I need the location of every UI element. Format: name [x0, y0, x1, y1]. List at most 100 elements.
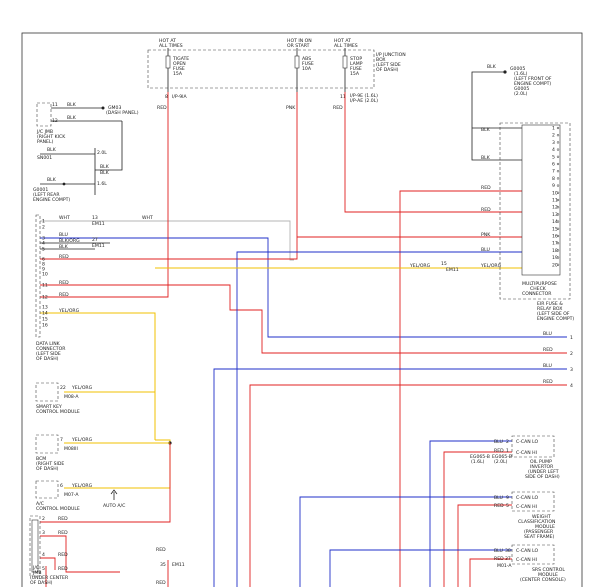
dlc-pin-9: 9	[42, 267, 45, 273]
jcb-mid-pin: 35	[160, 562, 166, 568]
ac-auto-label: AUTO A/C	[103, 503, 125, 509]
mpc-wire-p19: YEL/ORG	[480, 263, 502, 269]
jc-name-1: J/C JMB	[36, 129, 53, 135]
oil-pump-invertor: C-CAN LO C-CAN HI BLU RED 2 1 EG065-B EG…	[470, 435, 560, 480]
mpc-pin-7: 7	[552, 169, 555, 175]
wt-label-4: (PASSENGER	[524, 529, 554, 535]
wire-harness	[40, 92, 567, 587]
mpc-pin-terminal	[556, 134, 560, 137]
dlc-outline	[35, 214, 41, 338]
bcm-module: 7 YEL/ORG M08III BCM (RIGHT SIDE OF DASH…	[35, 434, 93, 472]
bk-wire-1: BLK	[47, 147, 57, 153]
mpc-pin-15: 15	[552, 226, 558, 232]
fuse1-line1: TIGATE	[172, 56, 189, 62]
fuse-group2-header-1: HOT IN ON	[287, 38, 312, 44]
dlc-splice-13: 13	[92, 215, 98, 221]
auto-ac-arrow-icon	[110, 489, 118, 495]
bcm-label-2: (RIGHT SIDE	[36, 461, 64, 467]
mpc-pin-5: 5	[552, 154, 555, 160]
mpc-pin-20: 20	[552, 262, 558, 268]
ground-tr-wire: BLK	[487, 64, 497, 70]
fuse3-wire-color: RED	[333, 105, 343, 111]
dlc-pin-11: 11	[42, 283, 48, 289]
mpc-wire-p5: BLK	[481, 155, 491, 161]
dlc-wire-p6: RED	[59, 254, 69, 260]
fuse2-line3: 10A	[302, 66, 312, 72]
fuse-abs-icon	[294, 55, 300, 69]
fuse-group3-header-1: HOT AT	[334, 38, 351, 44]
dlc-label-3: (LEFT SIDE	[36, 351, 61, 357]
mpc-yel: YEL/ORG	[409, 263, 431, 269]
mpc-pin-terminal	[556, 155, 560, 158]
jcb-pin-5: 5	[42, 566, 45, 572]
oil-conn-b: EG065-B	[492, 454, 512, 460]
dlc-pin-10: 10	[42, 272, 48, 278]
srs-clo: C-CAN LO	[516, 548, 539, 554]
mpc-em: EM11	[446, 267, 459, 273]
fuse3-connector-b: I/P-AE (2.0L)	[350, 98, 378, 104]
jcb-label-1: J/C	[32, 565, 39, 571]
oil-pin1: 1	[506, 448, 509, 454]
fuse-tigate-icon	[165, 55, 171, 69]
smart-key-conn: M08-A	[64, 394, 79, 400]
mpc-pin-11: 11	[552, 198, 558, 204]
smart-key-label-1: SMART KEY	[36, 404, 62, 410]
fuse1-connector: I/P-9IA	[172, 94, 188, 100]
mpc-pin-13: 13	[552, 212, 558, 218]
dlc-pin-16: 16	[42, 323, 48, 329]
dlc-wire-p5: BLK	[59, 244, 69, 250]
smart-key-module: 22 YEL/ORG M08-A SMART KEY CONTROL MODUL…	[35, 382, 93, 415]
srs-box	[511, 544, 555, 565]
mpc-pin-terminal	[556, 234, 560, 238]
mpc-body	[521, 124, 561, 276]
bk-wire-4: BLK	[100, 170, 110, 176]
mpc-pin-terminal	[556, 220, 560, 223]
stub-2-num: 2	[570, 351, 573, 357]
fuse3-line2: LAMP	[350, 61, 363, 67]
oil-chi: C-CAN HI	[516, 450, 537, 456]
wt-label-5: SEAT FRAME)	[524, 534, 555, 540]
srs-label-2: MODULE	[538, 572, 558, 578]
mpc-pin-2: 2	[552, 133, 555, 139]
oil-v20: (2.0L)	[494, 459, 508, 465]
oil-v16: (1.6L)	[471, 459, 485, 465]
right-stubs: BLU 1 RED 2 BLU 3 RED 4	[543, 331, 573, 389]
mpc-wire-p17: BLU	[481, 247, 490, 253]
mpc-pin-4: 4	[552, 147, 555, 153]
dlc-pin-12: 12	[42, 295, 48, 301]
mpc-pin-terminal	[556, 263, 560, 266]
fuse-group1-header-2: ALL TIMES	[159, 43, 183, 49]
ac-wire: YEL/ORG	[71, 483, 93, 489]
gm03-label-2: (DASH PANEL)	[106, 110, 139, 116]
jc-jmb-under-center: 2 3 4 5 RED RED RED RED J/C JMB (UNDER C…	[29, 515, 185, 587]
weight-box	[511, 491, 555, 512]
jc-name-2: (RIGHT KICK	[37, 134, 66, 140]
weight-classification-module: C-CAN LO C-CAN HI BLU RED 9 5 WEIGHT CLA…	[494, 491, 555, 540]
sn001-label: SN001	[37, 155, 52, 161]
diagram-frame	[21, 32, 583, 587]
bk-wire-3: BLK	[47, 177, 57, 183]
oil-pump-box	[511, 435, 555, 458]
mpc-pin-17: 17	[552, 241, 558, 247]
dlc-splice-27: 27	[92, 237, 98, 243]
fuse2-wire-color: PNK	[286, 105, 296, 111]
oil-label-3: (UNDER LEFT	[528, 469, 559, 475]
fuse3-line1: STOP	[350, 56, 362, 62]
stub-3-wire: BLU	[543, 363, 552, 369]
jc-bottom-inner	[31, 519, 39, 573]
wt-chi: C-CAN HI	[516, 504, 537, 510]
dlc-pin-5: 5	[42, 247, 45, 253]
ip-junction-box: HOT AT ALL TIMES HOT IN ON OR START HOT …	[147, 38, 406, 111]
jc-jmb-right-kick: 11 12 BLK GM03 (DASH PANEL) BLK J/C JMB …	[33, 102, 139, 203]
dlc-wire-p13: YEL/ORG	[58, 308, 80, 314]
ground-tr-6: (2.0L)	[514, 91, 528, 97]
ac-label-1: A/C	[36, 501, 44, 507]
mpc-label-2: CHECK	[530, 286, 547, 292]
fuse1-line2: OPEN	[173, 61, 186, 67]
junction-box-outline	[147, 49, 375, 89]
fuse1-line4: 15A	[173, 71, 183, 77]
fuse-group3-header-2: ALL TIMES	[334, 43, 358, 49]
oil-w2: RED	[494, 448, 504, 454]
g0001-2: (LEFT REAR	[33, 192, 60, 198]
